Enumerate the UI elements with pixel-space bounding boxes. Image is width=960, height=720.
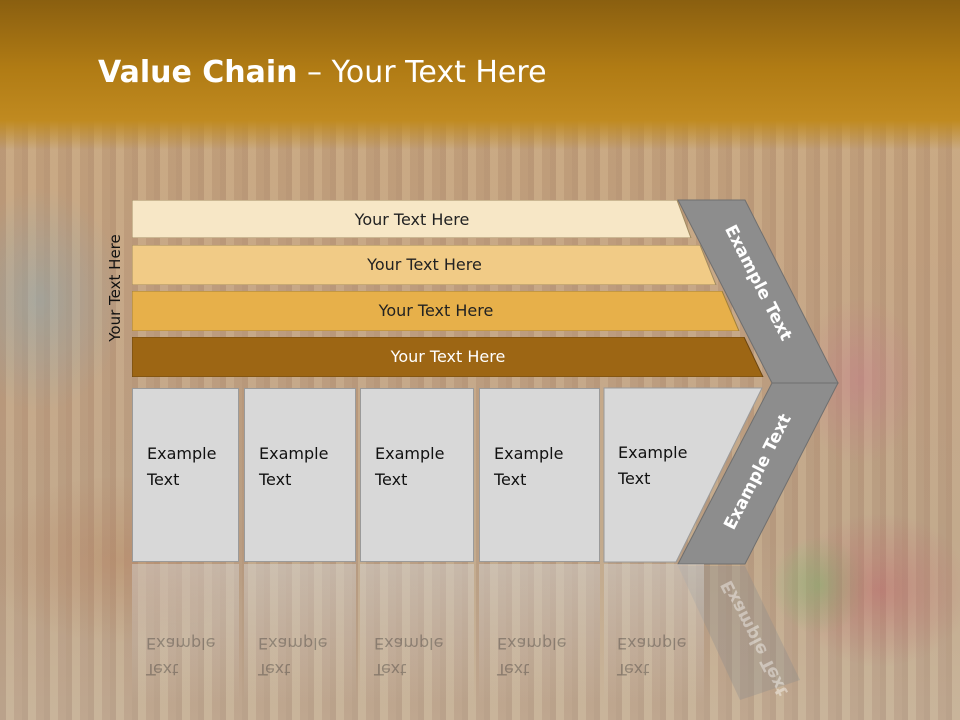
box-5-reflection <box>604 564 704 704</box>
box-3-line2: Text <box>375 470 408 489</box>
chevron-reflection <box>678 566 800 700</box>
bar-2-label: Your Text Here <box>367 254 482 274</box>
box-5-line2: Text <box>618 469 651 488</box>
bar-1: Your Text Here <box>132 200 692 238</box>
activity-box-5: Example Text <box>604 388 724 562</box>
bar-4-label: Your Text Here <box>390 346 506 366</box>
box-4-reflection <box>479 564 600 704</box>
box-2-reflection <box>244 564 356 704</box>
bar-1-label: Your Text Here <box>354 209 470 229</box>
box-2-line1: Example <box>259 444 329 463</box>
box-1-reflection <box>132 564 239 704</box>
activity-box-1: Example Text <box>132 388 239 562</box>
box-2-line2: Text <box>259 470 292 489</box>
title-bold: Value Chain <box>98 55 298 90</box>
activity-box-2: Example Text <box>244 388 356 562</box>
box-5-line1: Example <box>618 443 688 462</box>
box-3-line1: Example <box>375 444 445 463</box>
bar-3: Your Text Here <box>132 291 740 331</box>
bar-3-label: Your Text Here <box>378 300 494 320</box>
title-banner <box>0 0 960 150</box>
title-rest: – Your Text Here <box>297 55 547 90</box>
activity-box-4: Example Text <box>479 388 600 562</box>
box-4-line2: Text <box>494 470 527 489</box>
box-3-reflection <box>360 564 474 704</box>
slide-title: Value Chain – Your Text Here <box>98 55 547 90</box>
bar-2: Your Text Here <box>132 245 717 285</box>
activity-box-3: Example Text <box>360 388 474 562</box>
bar-4: Your Text Here <box>132 337 764 377</box>
box-4-line1: Example <box>494 444 564 463</box>
box-1-line2: Text <box>147 470 180 489</box>
box-1-line1: Example <box>147 444 217 463</box>
